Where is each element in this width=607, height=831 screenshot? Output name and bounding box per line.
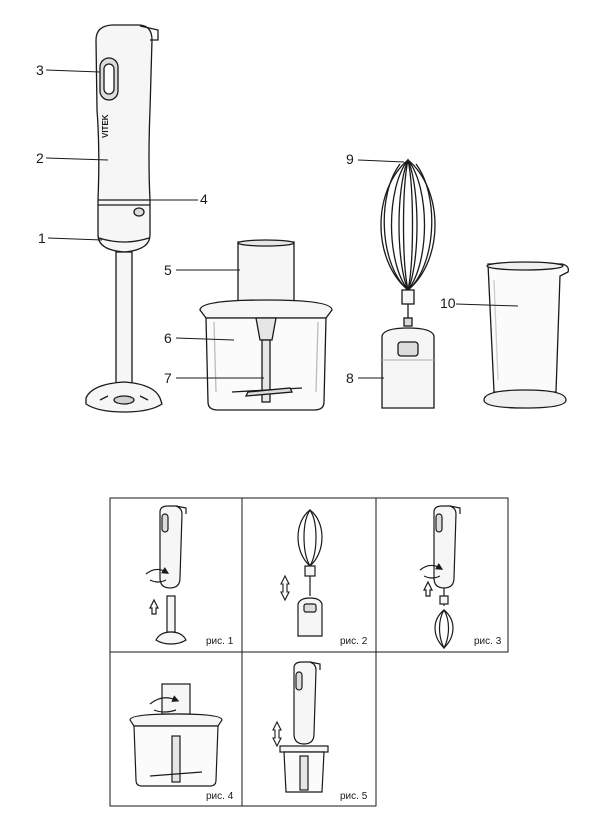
figure-5-caption: рис. 5 [340, 791, 368, 802]
figures-grid [109, 497, 509, 807]
figure-5-illustration [279, 661, 329, 793]
callout-1: 1 [38, 230, 46, 246]
brand-logo: VITEK [101, 114, 110, 138]
figure-2-caption: рис. 2 [340, 636, 368, 647]
whisk-gearbox [381, 327, 435, 409]
chopper-bowl [199, 239, 333, 411]
double-arrow-icon [280, 574, 290, 602]
up-arrow-icon [423, 580, 433, 597]
figure-1-caption: рис. 1 [206, 636, 234, 647]
figure-3-caption: рис. 3 [474, 636, 502, 647]
callout-2: 2 [36, 150, 44, 166]
callout-3: 3 [36, 62, 44, 78]
double-arrow-icon [272, 720, 282, 748]
whisk-attachment [380, 158, 436, 327]
callout-9: 9 [346, 151, 354, 167]
callout-7: 7 [164, 370, 172, 386]
figure-4-illustration [129, 683, 223, 787]
callout-6: 6 [164, 330, 172, 346]
up-arrow-icon [149, 598, 159, 615]
figure-4-caption: рис. 4 [206, 791, 234, 802]
callout-8: 8 [346, 370, 354, 386]
turbo-button [133, 207, 145, 217]
callout-4: 4 [200, 191, 208, 207]
hand-blender-motor-unit [95, 24, 159, 253]
callout-leaders [45, 69, 519, 379]
twist-arrow-icon [149, 695, 180, 713]
measuring-beaker [483, 261, 570, 409]
twist-arrow-icon [419, 563, 444, 579]
callout-10: 10 [440, 295, 456, 311]
figure-2-illustration [297, 508, 323, 637]
callout-5: 5 [164, 262, 172, 278]
figure-1-illustration [155, 505, 187, 645]
twist-arrow-icon [145, 567, 170, 583]
blender-shaft [85, 251, 163, 413]
